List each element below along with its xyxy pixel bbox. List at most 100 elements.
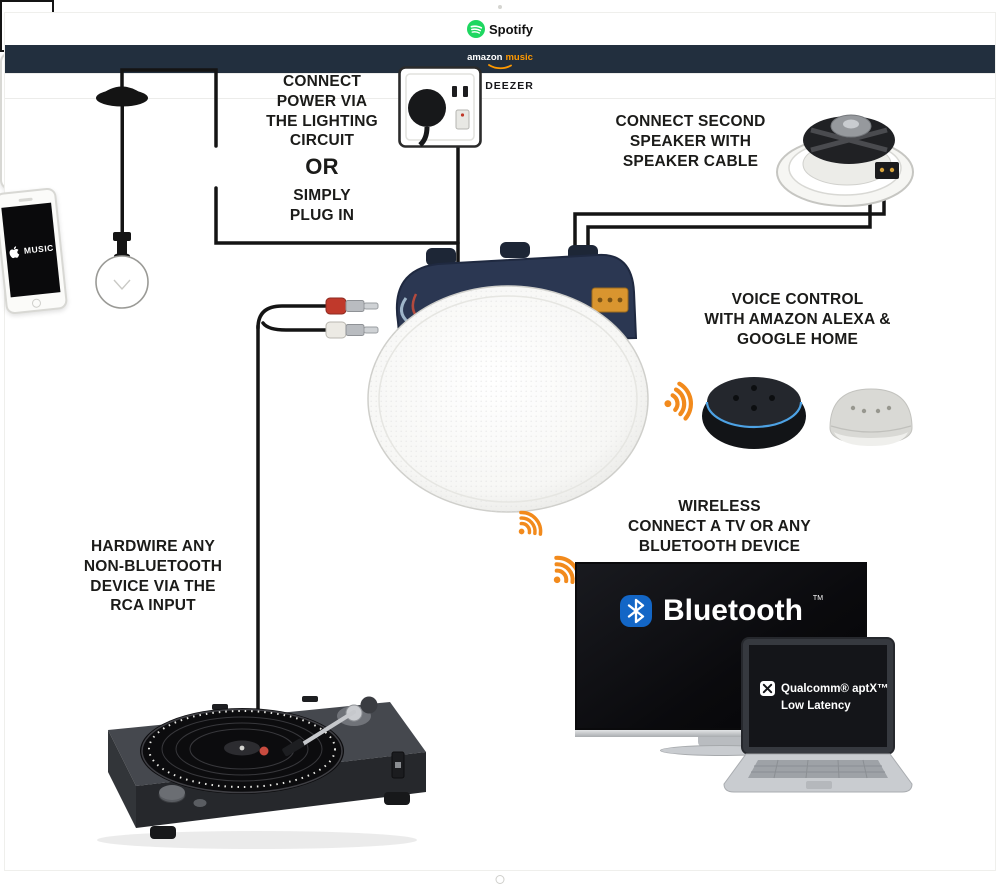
- ceiling-rose-plate: [96, 89, 148, 107]
- apple-logo-icon: [9, 245, 20, 258]
- bluetooth-branding: Bluetooth TM: [619, 594, 823, 628]
- spotify-icon: [466, 20, 485, 38]
- turntable-foot: [150, 826, 176, 839]
- amazon-echo-dot: [702, 377, 806, 449]
- turntable-foot: [384, 792, 410, 805]
- switch-indicator: [460, 113, 465, 117]
- fused-spur-wire: [214, 186, 460, 245]
- power-annotation: CONNECT POWER VIA THE LIGHTING CIRCUIT: [266, 73, 378, 150]
- pitch-knob: [395, 762, 401, 768]
- platter: [140, 708, 344, 794]
- terminal-screw: [597, 297, 603, 303]
- turntable: [97, 696, 426, 849]
- amazon-label: amazon: [467, 52, 503, 63]
- ceiling-speaker-main: [367, 242, 649, 513]
- headshell: [282, 738, 305, 757]
- basket-spokes: [810, 127, 888, 153]
- bluetooth-logo-icon: [619, 595, 652, 627]
- hardwire-annotation: HARDWIRE ANY NON-BLUETOOTH DEVICE VIA TH…: [83, 538, 223, 615]
- amazon-smile-icon: [488, 64, 512, 70]
- strobe-dots: [148, 710, 336, 788]
- tv-stand-neck: [698, 737, 744, 747]
- plug-in-annotation: SIMPLY PLUG IN: [289, 187, 355, 224]
- laptop-keyboard: [748, 760, 888, 778]
- echo-top: [707, 377, 801, 427]
- laptop-screen: [749, 645, 887, 747]
- terminal-screw: [607, 297, 613, 303]
- or-annotation: OR: [305, 154, 339, 179]
- pendant-light: [95, 86, 149, 309]
- dustcover-hinge: [212, 704, 228, 710]
- socket-pin-slot: [452, 86, 457, 97]
- led-dot: [850, 405, 856, 411]
- wifi-signal-icon: [518, 510, 543, 536]
- rca-plug-white: [325, 321, 379, 339]
- bluetooth-label: Bluetooth: [662, 594, 803, 627]
- terminal-post: [879, 167, 885, 173]
- power-socket: [398, 66, 482, 148]
- turntable-shadow: [97, 831, 417, 849]
- keyboard-keys: [751, 759, 885, 779]
- plinth-side: [108, 730, 136, 828]
- tablet-camera: [498, 5, 502, 9]
- socket-pin-slot: [463, 86, 468, 97]
- smartphone: MUSIC: [0, 187, 69, 315]
- wifi-signal-icon: [664, 381, 693, 421]
- amazon-music-label: music: [505, 52, 533, 63]
- mounting-clamp: [426, 248, 456, 266]
- rca-lead-white: [261, 321, 332, 332]
- counterweight: [360, 696, 378, 714]
- spotify-label: Spotify: [488, 21, 534, 37]
- mounting-clamp: [500, 242, 530, 258]
- google-home-seam: [830, 425, 912, 433]
- led-dot: [886, 405, 892, 411]
- spindle: [239, 745, 245, 751]
- google-home-base: [834, 432, 908, 446]
- led-dot: [875, 408, 881, 414]
- tablet-home-button: [495, 875, 505, 884]
- pendant-cord: [120, 98, 124, 238]
- speaker-terminal: [875, 162, 899, 179]
- echo-light-ring: [705, 401, 803, 429]
- magnet-cap: [843, 119, 859, 129]
- spotify-app: Spotify: [5, 13, 995, 45]
- echo-button: [769, 395, 775, 401]
- second-speaker-annotation: CONNECT SECOND SPEAKER WITH SPEAKER CABL…: [615, 113, 766, 170]
- dustcover-hinge: [302, 696, 318, 702]
- low-latency-label: Low Latency: [781, 700, 851, 712]
- echo-button: [751, 385, 757, 391]
- laptop-touchpad: [806, 781, 832, 789]
- laptop: Qualcomm® aptX™ Low Latency: [723, 637, 913, 793]
- light-bulb-icon: [95, 255, 149, 309]
- speed-button: [193, 799, 207, 807]
- socket-switch: [455, 109, 470, 130]
- echo-button: [751, 405, 757, 411]
- aptx-logo-icon: [760, 681, 775, 696]
- tv-bezel: [575, 730, 867, 737]
- grille-ring: [378, 295, 638, 503]
- led-dot: [861, 408, 867, 414]
- rca-plugs: [325, 297, 379, 339]
- phone-screen: MUSIC: [1, 202, 61, 298]
- rca-plug-red: [325, 297, 379, 315]
- power-plug-icon: [408, 89, 446, 127]
- start-stop-top: [159, 785, 185, 800]
- echo-button: [733, 395, 739, 401]
- plug-cable: [418, 126, 430, 147]
- deezer-label: DEEZER: [485, 80, 534, 92]
- terminal-post: [889, 167, 895, 173]
- wireless-annotation: WIRELESS CONNECT A TV OR ANY BLUETOOTH D…: [628, 498, 811, 555]
- voice-control-annotation: VOICE CONTROL WITH AMAZON ALEXA & GOOGLE…: [704, 291, 891, 348]
- rca-lead-red: [256, 304, 332, 330]
- bulb-socket: [117, 240, 127, 256]
- bluetooth-trademark: TM: [812, 595, 824, 602]
- bulb-holder: [113, 232, 131, 241]
- google-home-mini: [829, 388, 913, 446]
- lighting-circuit-wire: [120, 68, 218, 148]
- qualcomm-aptx-label: Qualcomm® aptX™: [781, 683, 889, 695]
- terminal-screw: [617, 297, 623, 303]
- 45-adapter: [259, 746, 269, 756]
- grille-perforation: [368, 286, 648, 512]
